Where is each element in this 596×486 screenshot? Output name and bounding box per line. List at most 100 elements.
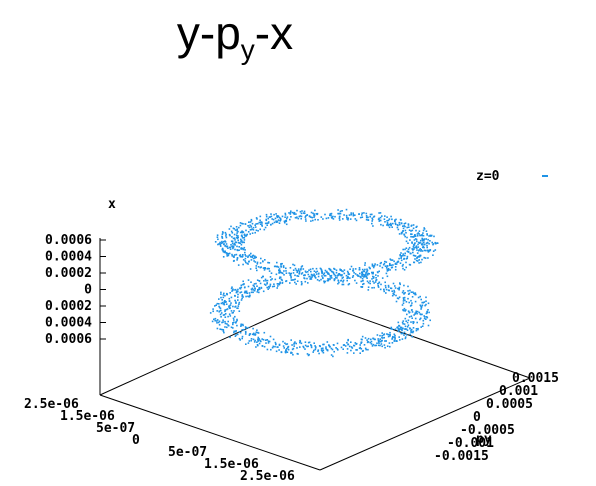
lower-ring-point <box>224 322 227 325</box>
floor-back-edge-2 <box>309 299 531 379</box>
upper-ring-point <box>416 233 419 235</box>
upper-ring-point <box>338 215 341 218</box>
upper-ring-point <box>404 235 406 238</box>
upper-ring-point <box>222 232 224 234</box>
lower-ring-point <box>362 283 364 286</box>
upper-ring-point <box>254 256 256 258</box>
lower-ring-point <box>388 342 391 344</box>
lower-ring-point <box>304 274 306 277</box>
lower-ring-point <box>420 326 422 328</box>
lower-ring-point <box>379 344 381 347</box>
lower-ring-point <box>398 287 400 290</box>
upper-ring-point <box>358 268 361 271</box>
upper-ring-point <box>219 245 222 247</box>
lower-ring-point <box>214 319 216 322</box>
upper-ring-point <box>282 265 285 267</box>
upper-ring-point <box>261 225 263 227</box>
lower-ring-point <box>230 287 233 290</box>
upper-ring-point <box>223 250 225 253</box>
upper-ring-point <box>397 228 400 231</box>
upper-ring-point <box>298 270 301 273</box>
lower-ring-point <box>325 347 327 350</box>
upper-ring-point <box>348 214 351 216</box>
lower-ring-point <box>232 327 234 329</box>
upper-ring-point <box>372 272 374 275</box>
upper-ring-point <box>296 209 298 212</box>
lower-ring-point <box>337 282 339 285</box>
upper-ring-point <box>260 257 262 260</box>
upper-ring-point <box>230 225 232 228</box>
lower-ring-point <box>421 313 423 316</box>
lower-ring-point <box>235 322 237 324</box>
upper-ring-point <box>312 267 314 270</box>
lower-ring-point <box>216 320 218 322</box>
upper-ring-point <box>233 233 236 236</box>
upper-ring-point <box>264 267 266 269</box>
upper-ring-point <box>329 275 331 277</box>
upper-ring-point <box>245 235 248 237</box>
upper-ring-point <box>366 268 368 271</box>
upper-ring-point <box>421 238 424 241</box>
lower-ring-point <box>230 296 233 299</box>
lower-ring-point <box>393 291 396 293</box>
lower-ring-point <box>292 347 295 350</box>
lower-ring-point <box>361 335 364 338</box>
lower-ring-point <box>411 311 414 313</box>
upper-ring-point <box>228 228 231 230</box>
lower-ring-point <box>372 280 374 283</box>
lower-ring-point <box>364 337 367 339</box>
lower-ring-point <box>258 286 261 289</box>
y-tick-label: 0 <box>132 433 140 448</box>
lower-ring-point <box>209 312 212 314</box>
upper-ring-point <box>426 242 428 244</box>
lower-ring-point <box>255 346 257 348</box>
lower-ring-point <box>354 273 357 275</box>
upper-ring-point <box>303 210 306 213</box>
lower-ring-point <box>276 283 279 285</box>
lower-ring-point <box>238 331 241 333</box>
upper-ring-point <box>230 244 232 246</box>
lower-ring-point <box>384 281 386 284</box>
lower-ring-point <box>384 346 386 349</box>
lower-ring-point <box>391 294 394 297</box>
upper-ring-point <box>285 267 287 270</box>
upper-ring-point <box>377 218 380 221</box>
lower-ring-point <box>310 346 313 349</box>
upper-ring-point <box>281 262 283 265</box>
lower-ring-point <box>294 341 296 343</box>
upper-ring-point <box>416 260 419 262</box>
lower-ring-point <box>415 329 418 332</box>
upper-ring-point <box>416 252 419 254</box>
lower-ring-point <box>336 348 339 350</box>
upper-ring-point <box>239 231 242 234</box>
lower-ring-point <box>410 304 413 306</box>
lower-ring-point <box>266 348 269 351</box>
legend-label: z=0 <box>476 169 500 184</box>
upper-ring-point <box>244 223 247 225</box>
lower-ring-point <box>309 275 311 278</box>
lower-ring-point <box>402 300 405 302</box>
upper-ring-point <box>417 256 419 258</box>
upper-ring-point <box>421 250 424 252</box>
upper-ring-point <box>372 266 375 269</box>
lower-ring-point <box>263 283 266 286</box>
lower-ring-point <box>276 287 278 289</box>
lower-ring-point <box>414 317 417 320</box>
lower-ring-point <box>397 287 399 290</box>
upper-ring-point <box>227 247 229 249</box>
upper-ring-point <box>255 267 257 269</box>
lower-ring-point <box>221 301 224 304</box>
lower-ring-point <box>310 344 312 346</box>
upper-ring-point <box>378 217 380 220</box>
upper-ring-point <box>423 249 426 252</box>
lower-ring-point <box>372 277 375 279</box>
lower-ring-point <box>419 304 422 307</box>
upper-ring-point <box>242 248 245 250</box>
upper-ring-point <box>434 249 437 251</box>
upper-ring-point <box>408 229 411 231</box>
upper-ring-point <box>252 229 255 231</box>
lower-ring-point <box>268 285 270 288</box>
lower-ring-point <box>241 297 243 300</box>
lower-ring-point <box>394 338 396 340</box>
lower-ring-point <box>220 293 222 295</box>
